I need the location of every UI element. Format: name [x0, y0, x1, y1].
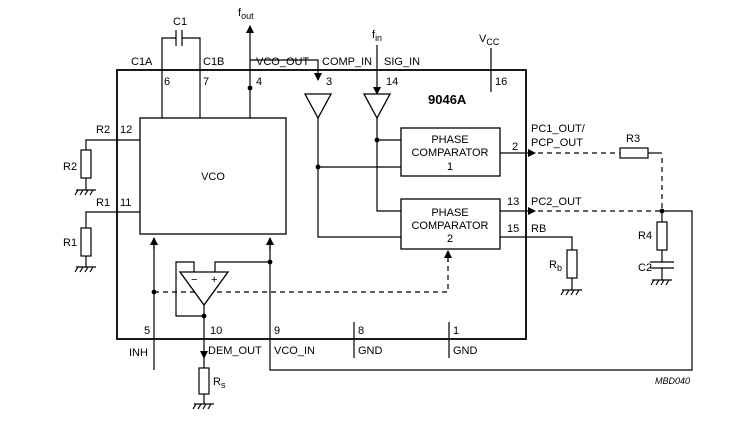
f-out-label: fout: [238, 7, 254, 21]
comp-in-to-pc2-wire: [317, 118, 401, 238]
capacitor-c1: [161, 30, 201, 118]
pc1-label-line1: PHASE: [431, 134, 468, 146]
c2-label: C2: [638, 262, 652, 274]
pin1-number: 1: [453, 325, 459, 337]
vco-label: VCO: [201, 171, 225, 183]
pin5-label: INH: [129, 347, 148, 359]
figure-code: MBD040: [655, 376, 690, 386]
chip-name: 9046A: [428, 92, 467, 107]
opamp-output-junction: [201, 313, 207, 319]
vco-in-junction: [267, 259, 273, 265]
pin1-label: GND: [453, 345, 478, 357]
pin6-number: 6: [164, 76, 170, 88]
pin2-number: 2: [512, 141, 518, 153]
vco-in-feedback-wire: [269, 210, 693, 371]
opamp-plus-sign: +: [211, 274, 217, 286]
phase-comparator-1-block: [400, 127, 501, 177]
phase-comparator-2-block: [400, 198, 501, 250]
r2-wire: [85, 139, 140, 150]
pc1-label-line2: COMPARATOR: [411, 147, 488, 159]
ic-package-outline: [116, 69, 527, 340]
rb-ground-icon: [560, 289, 582, 296]
pin4-label: VCO_OUT: [256, 56, 309, 68]
resistor-rs: [198, 367, 210, 395]
r1-wire: [85, 211, 140, 228]
c2-ground-icon: [650, 279, 672, 286]
pin15-label: RB: [531, 223, 546, 235]
pin16-number: 16: [495, 76, 507, 88]
pin11-number: 11: [120, 197, 131, 209]
pin9-label: VCO_IN: [274, 345, 315, 357]
pin6-label: C1A: [131, 56, 153, 68]
pin8-label: GND: [358, 345, 383, 357]
pin4-number: 4: [256, 76, 262, 88]
comp-in-buffer: [303, 93, 333, 120]
pin13-number: 13: [507, 196, 519, 208]
pin10-label: DEM_OUT: [208, 345, 262, 357]
pin12-label: R2: [96, 124, 110, 136]
pin11-label: R1: [96, 197, 110, 209]
pin2-label-line2: PCP_OUT: [531, 137, 583, 149]
filter-node-junction: [659, 208, 665, 214]
f-in-label: fin: [372, 29, 382, 43]
vcc-label: VCC: [479, 33, 500, 47]
pin9-number: 9: [274, 325, 280, 337]
pin2-label-line1: PC1_OUT/: [531, 123, 586, 135]
resistor-rb: [566, 249, 578, 279]
rb-label: Rb: [549, 259, 562, 273]
demodulator-opamp: [178, 271, 230, 307]
r1-label: R1: [63, 237, 77, 249]
c1-label: C1: [173, 16, 187, 28]
resistor-r3: [619, 147, 649, 159]
pin14-number: 14: [386, 76, 398, 88]
opamp-minus-sign: −: [191, 274, 197, 286]
pin5-number: 5: [144, 325, 150, 337]
inh-junction: [151, 289, 157, 295]
pin14-label: SIG_IN: [384, 56, 420, 68]
sig-in-to-pc2-wire: [376, 118, 401, 212]
capacitor-c2: [650, 250, 674, 280]
r2-ground-icon: [74, 189, 96, 196]
r1-ground-icon: [74, 266, 96, 273]
pc2-label-line3: 2: [447, 233, 453, 245]
pin3-label: COMP_IN: [322, 56, 372, 68]
pin3-number: 3: [326, 76, 332, 88]
pin15-number: 15: [507, 223, 519, 235]
sig-in-junction: [374, 137, 380, 143]
sig-in-buffer: [362, 93, 392, 120]
opamp-plus-input-wire: [214, 261, 270, 272]
opamp-feedback-wire: [175, 261, 204, 317]
pc2-label-line1: PHASE: [431, 207, 468, 219]
resistor-r4: [656, 221, 668, 251]
vco-out-junction: [247, 85, 253, 91]
pc1-label-line3: 1: [447, 161, 453, 173]
vco-block: [139, 117, 287, 235]
r4-label: R4: [638, 230, 652, 242]
r2-label: R2: [63, 161, 77, 173]
pin13-label: PC2_OUT: [531, 196, 582, 208]
comp-in-junction: [315, 164, 321, 170]
pin12-number: 12: [120, 124, 132, 136]
comp-in-feed-wire: [250, 59, 322, 81]
rs-ground-icon: [192, 403, 214, 410]
pin8-number: 8: [358, 325, 364, 337]
r3-label: R3: [626, 133, 640, 145]
pc2-label-line2: COMPARATOR: [411, 220, 488, 232]
inhibit-dashed-line: [154, 258, 449, 293]
rs-label: Rs: [213, 376, 226, 390]
resistor-r2: [80, 149, 92, 179]
pin7-number: 7: [203, 76, 209, 88]
pin10-number: 10: [210, 325, 222, 337]
resistor-r1: [80, 227, 92, 257]
pin7-label: C1B: [203, 56, 224, 68]
rb-wire: [500, 236, 573, 250]
